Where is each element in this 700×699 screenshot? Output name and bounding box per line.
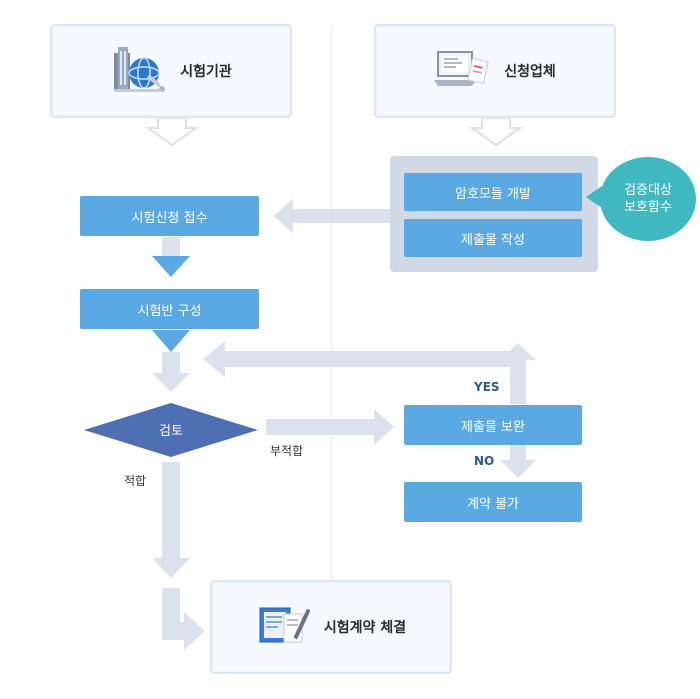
arrow-receipt-to-team-head bbox=[152, 256, 190, 277]
yes-label: YES bbox=[474, 380, 500, 394]
badge-line-2: 보호함수 bbox=[624, 200, 672, 215]
arrow-supplement-to-impossible-head bbox=[500, 460, 536, 478]
header-vendor-label: 신청업체 bbox=[504, 64, 556, 80]
review-diamond bbox=[84, 403, 258, 457]
arrow-group-to-receipt-head bbox=[273, 199, 293, 233]
review-label: 검토 bbox=[159, 424, 183, 439]
arrow-team-blue-head bbox=[152, 330, 190, 352]
arrow-review-to-supplement-head bbox=[374, 409, 394, 445]
arrow-lab-down bbox=[144, 117, 200, 147]
arrow-review-to-contract-shaft bbox=[162, 462, 180, 562]
clipboard-pen-icon bbox=[256, 602, 311, 652]
laptop-documents-icon bbox=[434, 46, 490, 96]
header-vendor: 신청업체 bbox=[374, 24, 616, 118]
impossible-box: 계약 불가 bbox=[404, 482, 582, 522]
arrow-team-to-review-head bbox=[152, 373, 190, 392]
module-dev-box: 암호모듈 개발 bbox=[404, 173, 582, 211]
loop-top-connector bbox=[465, 351, 526, 367]
arrow-vendor-down bbox=[468, 117, 524, 147]
verification-target-badge: 검증대상 보호함수 bbox=[600, 157, 696, 241]
building-globe-wrench-icon bbox=[110, 43, 166, 99]
no-label: NO bbox=[474, 454, 495, 468]
header-lab: 시험기관 bbox=[50, 24, 292, 118]
contract-box: 시험계약 체결 bbox=[210, 580, 452, 674]
unfit-label: 부적합 bbox=[270, 444, 304, 458]
loop-back-shaft bbox=[225, 351, 465, 367]
swimlane-divider bbox=[331, 25, 332, 585]
arrow-elbow-head bbox=[184, 612, 205, 650]
loop-back-head bbox=[203, 341, 225, 377]
contract-label: 시험계약 체결 bbox=[323, 620, 407, 636]
arrow-group-to-receipt-shaft bbox=[290, 209, 390, 223]
fit-label: 적합 bbox=[124, 474, 147, 488]
submission-box: 제출물 작성 bbox=[404, 219, 582, 257]
arrow-review-down-head bbox=[152, 558, 190, 578]
badge-pointer bbox=[586, 186, 602, 208]
supplement-box: 제출물 보완 bbox=[404, 405, 582, 445]
arrow-receipt-to-team-shaft bbox=[162, 237, 180, 257]
badge-line-1: 검증대상 bbox=[624, 183, 672, 198]
arrow-elbow-horizontal bbox=[162, 622, 186, 640]
header-lab-label: 시험기관 bbox=[180, 64, 232, 80]
team-box: 시험반 구성 bbox=[80, 289, 259, 329]
arrow-review-to-supplement-shaft bbox=[266, 419, 376, 435]
arrow-team-to-review-shaft bbox=[162, 352, 180, 374]
arrow-supplement-to-impossible-shaft bbox=[510, 445, 526, 463]
receipt-box: 시험신청 접수 bbox=[80, 196, 259, 236]
